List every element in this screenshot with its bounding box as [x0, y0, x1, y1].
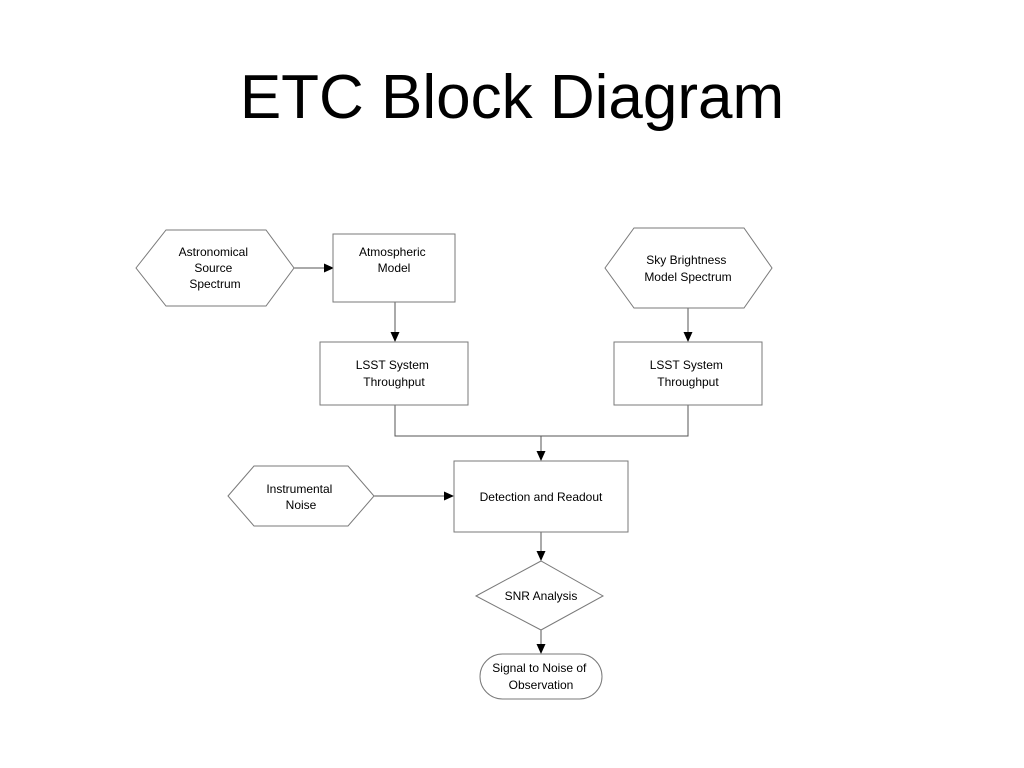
diamond-shape [474, 560, 605, 631]
svg-text:Atmospheric Model: Atmospheric Model [359, 245, 429, 275]
edge-instrumental-noise-to-detection-readout [374, 491, 454, 501]
node-label-line: LSST System [356, 358, 429, 372]
node-label-line: Instrumental [266, 482, 332, 496]
node-detection-and-readout: Detection and Readout [453, 460, 629, 533]
svg-text:LSST System Throughput: LSST System Throughput [650, 358, 726, 389]
node-label-line: Source [194, 261, 232, 275]
edge-astronomical-source-to-atmospheric-model [294, 263, 334, 273]
node-label-line: Signal to Noise of [492, 661, 587, 675]
terminator-shape [479, 653, 603, 700]
hexagon-shape [227, 465, 375, 527]
node-lsst-system-throughput-left: LSST System Throughput [319, 341, 469, 406]
rectangle-shape [332, 233, 456, 303]
node-label-line: LSST System [650, 358, 723, 372]
edge-lsst-throughputs-to-detection-readout [394, 405, 689, 461]
edge-snr-analysis-to-signal-to-noise [536, 630, 546, 654]
node-label-line: Model [378, 261, 411, 275]
page-title: ETC Block Diagram [239, 63, 785, 132]
diagram-edges [294, 263, 693, 654]
node-label-line: Detection and Readout [480, 490, 603, 504]
node-atmospheric-model: Atmospheric Model [332, 233, 456, 303]
node-label-line: Noise [286, 498, 317, 512]
edge-sky-brightness-to-lsst-throughput-right [683, 308, 693, 342]
node-instrumental-noise: Instrumental Noise [227, 465, 375, 527]
hexagon-shape [604, 227, 773, 309]
rectangle-shape [319, 341, 469, 406]
rectangle-shape [613, 341, 763, 406]
svg-text:Signal to Noise of Obser: Signal to Noise of Observation [492, 661, 589, 692]
node-astronomical-source-spectrum: Astronomical Source Spectrum [135, 229, 295, 307]
svg-text:SNR Analysis: SNR Analysis [505, 589, 578, 603]
node-label-line: Astronomical [179, 245, 248, 259]
svg-text:Sky Brightness Model Spe: Sky Brightness Model Spectrum [644, 253, 731, 284]
hexagon-shape [135, 229, 295, 307]
node-snr-analysis: SNR Analysis [474, 560, 605, 631]
svg-text:Astronomical Source: Astronomical Source Spectrum [179, 245, 252, 291]
node-label-line: Atmospheric [359, 245, 426, 259]
node-label-line: Model Spectrum [644, 270, 731, 284]
node-label-line: SNR Analysis [505, 589, 578, 603]
edge-atmospheric-model-to-lsst-throughput-left [390, 302, 400, 342]
node-label-line: Observation [509, 678, 574, 692]
edge-detection-readout-to-snr-analysis [536, 532, 546, 561]
node-lsst-system-throughput-right: LSST System Throughput [613, 341, 763, 406]
node-label-line: Spectrum [189, 277, 240, 291]
svg-text:LSST System Throughput: LSST System Throughput [356, 358, 432, 389]
node-sky-brightness-model-spectrum: Sky Brightness Model Spectrum [604, 227, 773, 309]
node-label-line: Throughput [657, 375, 719, 389]
node-label-line: Sky Brightness [646, 253, 726, 267]
svg-text:Detection and Readout: Detection and Readout [480, 490, 603, 504]
node-label-line: Throughput [363, 375, 425, 389]
node-signal-to-noise-of-observation: Signal to Noise of Observation [479, 653, 603, 700]
rectangle-shape [453, 460, 629, 533]
svg-text:Instrumental Noise: Instrumental Noise [266, 482, 335, 512]
